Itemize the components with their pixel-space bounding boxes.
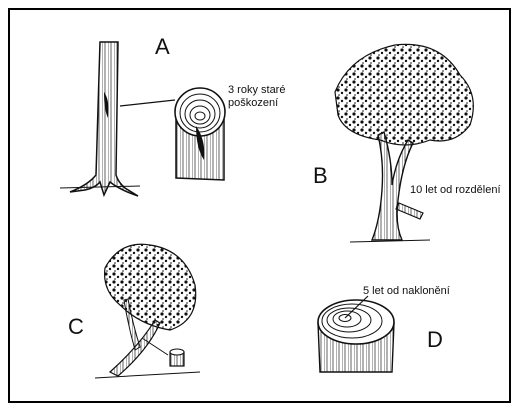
panel-b-tree [335, 44, 473, 242]
panel-d-stump [318, 296, 394, 372]
panel-a-pointer [120, 100, 175, 106]
panel-d-label: D [427, 327, 443, 353]
panel-a-label: A [155, 34, 170, 60]
panel-d-annotation: 5 let od naklonění [363, 285, 450, 298]
panel-c-tree [95, 244, 200, 378]
panel-c-label: C [68, 314, 84, 340]
panel-b-annotation: 10 let od rozdělení [410, 184, 501, 197]
panel-a-stump [175, 88, 225, 180]
panel-a-trunk [60, 42, 140, 196]
panel-a-annotation: 3 roky staré poškození [228, 84, 285, 110]
panel-b-label: B [313, 163, 328, 189]
